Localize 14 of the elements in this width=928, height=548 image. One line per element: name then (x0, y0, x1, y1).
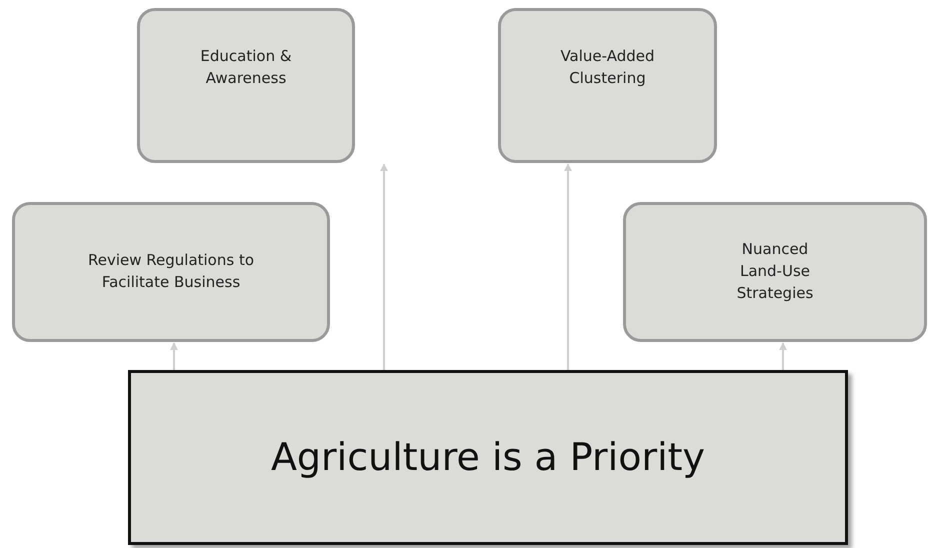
rounded-box (623, 202, 927, 342)
main-box (128, 370, 848, 545)
arrow (779, 342, 787, 370)
arrow (170, 342, 178, 370)
arrow (564, 163, 572, 370)
box-label: Nuanced Land-Use Strategies (736, 239, 814, 304)
title-text: Agriculture is a Priority (270, 434, 706, 480)
box-label: Value-Added Clustering (559, 46, 656, 88)
box-label: Education & Awareness (199, 46, 293, 88)
rounded-box (12, 202, 330, 342)
rounded-box (498, 8, 717, 163)
box-label: Review Regulations to Facilitate Business (86, 250, 256, 293)
rounded-box (137, 8, 355, 163)
arrow (380, 163, 388, 370)
